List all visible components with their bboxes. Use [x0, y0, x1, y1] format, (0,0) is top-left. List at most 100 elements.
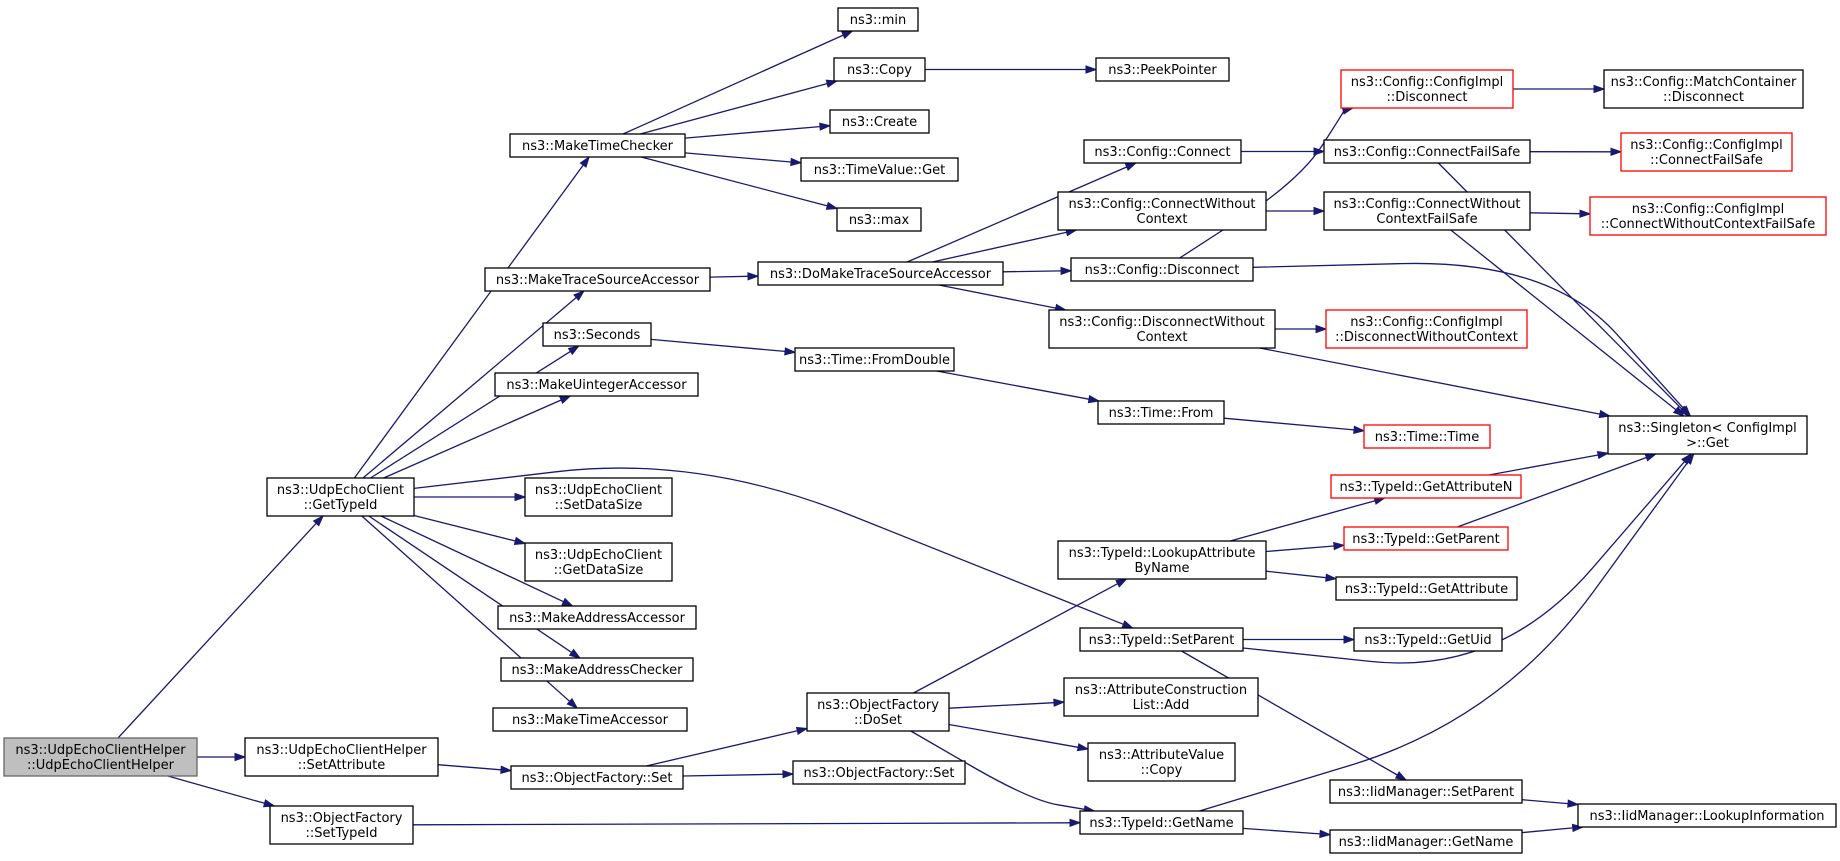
call-edge-n1-n11: [368, 515, 582, 659]
arrowhead-icon: [1124, 162, 1138, 172]
graph-node-n30[interactable]: ns3::TypeId::SetParent: [1079, 627, 1244, 652]
graph-node-n2[interactable]: ns3::UdpEchoClientHelper::SetAttribute: [244, 737, 439, 777]
graph-node-n13[interactable]: ns3::ObjectFactory::Set: [510, 765, 684, 790]
node-label: ns3::Seconds: [554, 328, 641, 343]
graph-node-n21[interactable]: ns3::Time::FromDouble: [794, 347, 955, 372]
call-edge-n2-n13: [437, 764, 513, 774]
node-box: [800, 157, 959, 182]
graph-node-n9[interactable]: ns3::UdpEchoClient::GetDataSize: [524, 542, 673, 582]
edge-line: [936, 370, 1090, 400]
graph-node-n5[interactable]: ns3::MakeTraceSourceAccessor: [484, 267, 711, 292]
graph-node-n19[interactable]: ns3::PeekPointer: [1095, 57, 1230, 82]
call-edge-n22-n31: [948, 698, 1066, 709]
graph-node-n14[interactable]: ns3::min: [837, 7, 919, 32]
call-edge-n1-n5: [362, 290, 586, 479]
node-box: [1057, 191, 1267, 231]
graph-node-n45[interactable]: ns3::Config::MatchContainer::Disconnect: [1603, 69, 1804, 109]
node-label: ns3::IidManager::LookupInformation: [1589, 809, 1824, 824]
graph-node-n17[interactable]: ns3::TimeValue::Get: [800, 157, 959, 182]
edge-line: [646, 730, 798, 767]
call-edge-n1-n6: [370, 345, 581, 479]
graph-node-n49[interactable]: ns3::IidManager::LookupInformation: [1577, 803, 1837, 828]
node-label: ::UdpEchoClientHelper: [27, 758, 175, 773]
node-label: ns3::ObjectFactory: [817, 698, 939, 713]
node-box: [1079, 810, 1244, 835]
graph-node-n44[interactable]: ns3::IidManager::GetName: [1329, 829, 1523, 854]
graph-node-n10[interactable]: ns3::MakeAddressAccessor: [497, 605, 697, 630]
node-label: Context: [1137, 330, 1188, 345]
node-box: [1329, 829, 1523, 854]
graph-node-n22[interactable]: ns3::ObjectFactory::DoSet: [806, 692, 950, 732]
graph-node-n24[interactable]: ns3::Config::Connect: [1083, 139, 1242, 164]
graph-node-n36[interactable]: ns3::Config::ConnectWithoutContextFailSa…: [1323, 191, 1531, 231]
graph-node-n47[interactable]: ns3::Config::ConfigImpl::ConnectWithoutC…: [1589, 196, 1827, 236]
graph-node-n16[interactable]: ns3::Create: [829, 109, 930, 134]
graph-node-n34[interactable]: ns3::Config::ConfigImpl::Disconnect: [1340, 69, 1514, 109]
arrowhead-icon: [514, 492, 527, 502]
node-label: ::DoSet: [854, 713, 902, 728]
edge-line: [948, 702, 1055, 709]
node-label: ns3::Create: [842, 115, 917, 130]
graph-node-n37[interactable]: ns3::Config::ConfigImpl::DisconnectWitho…: [1325, 309, 1528, 349]
call-edge-n4-n17: [684, 152, 803, 167]
graph-node-n32[interactable]: ns3::AttributeValue::Copy: [1087, 742, 1236, 782]
arrowhead-icon: [1610, 147, 1623, 157]
node-label: ns3::Config::ConfigImpl: [1350, 315, 1503, 330]
edge-line: [1488, 454, 1599, 476]
node-box: [1323, 191, 1531, 231]
graph-node-n12[interactable]: ns3::MakeTimeAccessor: [492, 707, 688, 732]
node-box: [524, 477, 673, 517]
node-label: ns3::Config::Connect: [1094, 145, 1230, 160]
call-edge-n0-n1: [117, 514, 325, 739]
edge-line: [641, 156, 828, 207]
arrowhead-icon: [234, 752, 247, 762]
node-box: [244, 737, 439, 777]
graph-node-n25[interactable]: ns3::Config::ConnectWithoutContext: [1057, 191, 1267, 231]
graph-node-n42[interactable]: ns3::TypeId::GetUid: [1353, 627, 1503, 652]
graph-node-n46[interactable]: ns3::Config::ConfigImpl::ConnectFailSafe: [1620, 132, 1793, 172]
edge-line: [383, 399, 562, 479]
arrowhead-icon: [1319, 829, 1332, 839]
edge-line: [353, 164, 584, 479]
graph-node-n43[interactable]: ns3::IidManager::SetParent: [1329, 779, 1523, 804]
graph-node-n35[interactable]: ns3::Config::ConnectFailSafe: [1323, 139, 1531, 164]
graph-node-n1[interactable]: ns3::UdpEchoClient::GetTypeId: [266, 477, 415, 517]
graph-node-n20[interactable]: ns3::DoMakeTraceSourceAccessor: [757, 261, 1004, 286]
graph-node-n8[interactable]: ns3::UdpEchoClient::SetDataSize: [524, 477, 673, 517]
arrowhead-icon: [1060, 266, 1073, 276]
call-edge-n13-n22: [646, 726, 809, 767]
graph-node-n27[interactable]: ns3::Config::DisconnectWithoutContext: [1048, 309, 1276, 349]
node-box: [837, 7, 919, 32]
call-edge-n20-n26: [1002, 266, 1073, 276]
graph-node-n26[interactable]: ns3::Config::Disconnect: [1070, 257, 1254, 282]
graph-node-n28[interactable]: ns3::Time::From: [1097, 400, 1225, 425]
arrowhead-icon: [795, 726, 809, 736]
node-label: ns3::DoMakeTraceSourceAccessor: [770, 267, 992, 282]
graph-node-n6[interactable]: ns3::Seconds: [542, 322, 652, 347]
graph-node-n48[interactable]: ns3::Singleton< ConfigImpl>::Get: [1607, 415, 1808, 455]
graph-node-n23[interactable]: ns3::ObjectFactory::Set: [792, 760, 966, 785]
call-edge-n28-n38: [1223, 417, 1366, 435]
graph-node-n38[interactable]: ns3::Time::Time: [1363, 424, 1491, 449]
node-label: ns3::IidManager::GetName: [1339, 835, 1514, 850]
arrowhead-icon: [1579, 209, 1592, 218]
graph-node-n41[interactable]: ns3::TypeId::GetAttribute: [1335, 576, 1518, 601]
edge-line: [1265, 545, 1335, 553]
call-edge-n25-n36: [1266, 206, 1326, 216]
edge-line: [709, 275, 749, 278]
graph-node-n39[interactable]: ns3::TypeId::GetAttributeN: [1330, 474, 1522, 499]
graph-node-n15[interactable]: ns3::Copy: [833, 57, 926, 82]
graph-node-n33[interactable]: ns3::TypeId::GetName: [1079, 810, 1244, 835]
edge-line: [913, 583, 1119, 694]
graph-node-n18[interactable]: ns3::max: [836, 207, 922, 232]
node-label: ns3::UdpEchoClientHelper: [15, 743, 186, 758]
call-edge-n4-n14: [622, 30, 854, 135]
graph-node-n11[interactable]: ns3::MakeAddressChecker: [500, 657, 694, 682]
graph-node-n3[interactable]: ns3::ObjectFactory::SetTypeId: [269, 805, 414, 845]
node-box: [1343, 526, 1509, 551]
graph-node-n4[interactable]: ns3::MakeTimeChecker: [509, 133, 686, 158]
graph-node-n40[interactable]: ns3::TypeId::GetParent: [1343, 526, 1509, 551]
graph-node-n7[interactable]: ns3::MakeUintegerAccessor: [494, 372, 699, 397]
